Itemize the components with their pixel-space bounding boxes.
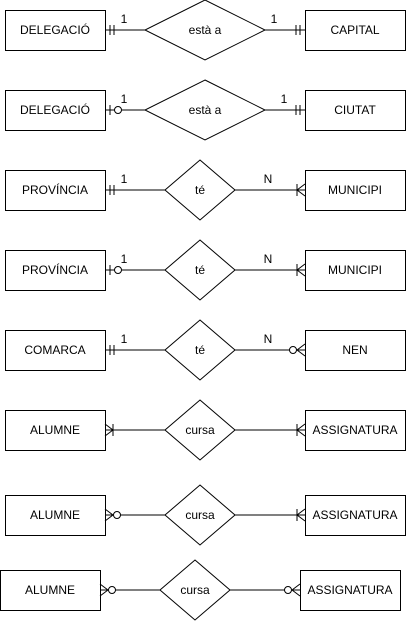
one-optional-marker — [109, 105, 122, 115]
left-cardinality: 1 — [121, 252, 128, 266]
left-cardinality: 1 — [121, 332, 128, 346]
entity-label: ALUMNE — [25, 583, 75, 597]
entity-label: COMARCA — [24, 343, 85, 357]
many-mandatory-marker — [296, 508, 306, 522]
relationship-label: té — [195, 183, 205, 197]
entity-box: ASSIGNATURA — [300, 570, 401, 611]
relationship-label: cursa — [180, 583, 210, 597]
many-mandatory-marker — [104, 423, 114, 437]
entity-box: CIUTAT — [305, 90, 406, 131]
one-mandatory-marker — [295, 25, 301, 35]
left-cardinality: 1 — [121, 12, 128, 26]
relationship-row: PROVÍNCIA MUNICIPI té 1 N — [5, 239, 406, 301]
relationship-diamond: cursa — [164, 399, 236, 461]
one-optional-marker — [109, 265, 122, 275]
entity-box: ASSIGNATURA — [305, 495, 406, 536]
entity-box: PROVÍNCIA — [5, 170, 106, 211]
relationship-row: DELEGACIÓ CAPITAL està a 1 1 — [5, 0, 406, 61]
relationship-label: cursa — [185, 508, 215, 522]
many-mandatory-marker — [296, 183, 306, 197]
one-mandatory-marker — [109, 185, 115, 195]
entity-label: DELEGACIÓ — [20, 102, 90, 117]
many-optional-marker — [104, 508, 121, 522]
entity-label: PROVÍNCIA — [22, 182, 88, 197]
entity-box: ALUMNE — [5, 495, 106, 536]
many-optional-marker — [289, 343, 306, 357]
entity-label: CAPITAL — [330, 23, 379, 37]
entity-box: PROVÍNCIA — [5, 250, 106, 291]
relationship-row: COMARCA NEN té 1 N — [5, 319, 406, 381]
relationship-row: PROVÍNCIA MUNICIPI té 1 N — [5, 159, 406, 221]
entity-label: CIUTAT — [334, 103, 376, 117]
entity-label: ALUMNE — [30, 423, 80, 437]
entity-box: ALUMNE — [5, 410, 106, 451]
relationship-diamond: té — [164, 239, 236, 301]
many-optional-marker — [99, 583, 116, 597]
entity-label: MUNICIPI — [328, 263, 382, 277]
one-mandatory-marker — [295, 105, 301, 115]
relationship-diamond: té — [164, 319, 236, 381]
entity-box: MUNICIPI — [305, 250, 406, 291]
relationship-diamond: està a — [143, 79, 267, 141]
entity-box: DELEGACIÓ — [5, 90, 106, 131]
relationship-diamond: cursa — [159, 559, 231, 621]
relationship-label: cursa — [185, 423, 215, 437]
entity-label: ASSIGNATURA — [312, 423, 397, 437]
relationship-diamond: està a — [143, 0, 267, 61]
relationship-diamond: té — [164, 159, 236, 221]
relationship-row: ALUMNE ASSIGNATURA cursa — [5, 484, 406, 546]
entity-label: NEN — [342, 343, 367, 357]
entity-label: ASSIGNATURA — [307, 583, 392, 597]
entity-label: ALUMNE — [30, 508, 80, 522]
relationship-diamond: cursa — [164, 484, 236, 546]
entity-label: DELEGACIÓ — [20, 22, 90, 37]
many-optional-marker — [284, 583, 301, 597]
entity-label: MUNICIPI — [328, 183, 382, 197]
entity-box: NEN — [305, 330, 406, 371]
right-cardinality: 1 — [281, 92, 288, 106]
entity-box: CAPITAL — [305, 10, 406, 51]
entity-box: MUNICIPI — [305, 170, 406, 211]
entity-label: ASSIGNATURA — [312, 508, 397, 522]
many-mandatory-marker — [296, 263, 306, 277]
right-cardinality: N — [264, 252, 273, 266]
one-mandatory-marker — [109, 345, 115, 355]
left-cardinality: 1 — [121, 92, 128, 106]
entity-box: DELEGACIÓ — [5, 10, 106, 51]
entity-box: ALUMNE — [0, 570, 101, 611]
many-mandatory-marker — [296, 423, 306, 437]
relationship-row: DELEGACIÓ CIUTAT està a 1 1 — [5, 79, 406, 141]
relationship-row: ALUMNE ASSIGNATURA cursa — [0, 559, 401, 621]
entity-box: COMARCA — [5, 330, 106, 371]
relationship-label: està a — [189, 23, 222, 37]
right-cardinality: N — [264, 172, 273, 186]
relationship-row: ALUMNE ASSIGNATURA cursa — [5, 399, 406, 461]
left-cardinality: 1 — [121, 172, 128, 186]
entity-label: PROVÍNCIA — [22, 262, 88, 277]
one-mandatory-marker — [109, 25, 115, 35]
relationship-label: té — [195, 263, 205, 277]
right-cardinality: N — [264, 332, 273, 346]
entity-box: ASSIGNATURA — [305, 410, 406, 451]
relationship-label: està a — [189, 103, 222, 117]
right-cardinality: 1 — [271, 12, 278, 26]
relationship-label: té — [195, 343, 205, 357]
